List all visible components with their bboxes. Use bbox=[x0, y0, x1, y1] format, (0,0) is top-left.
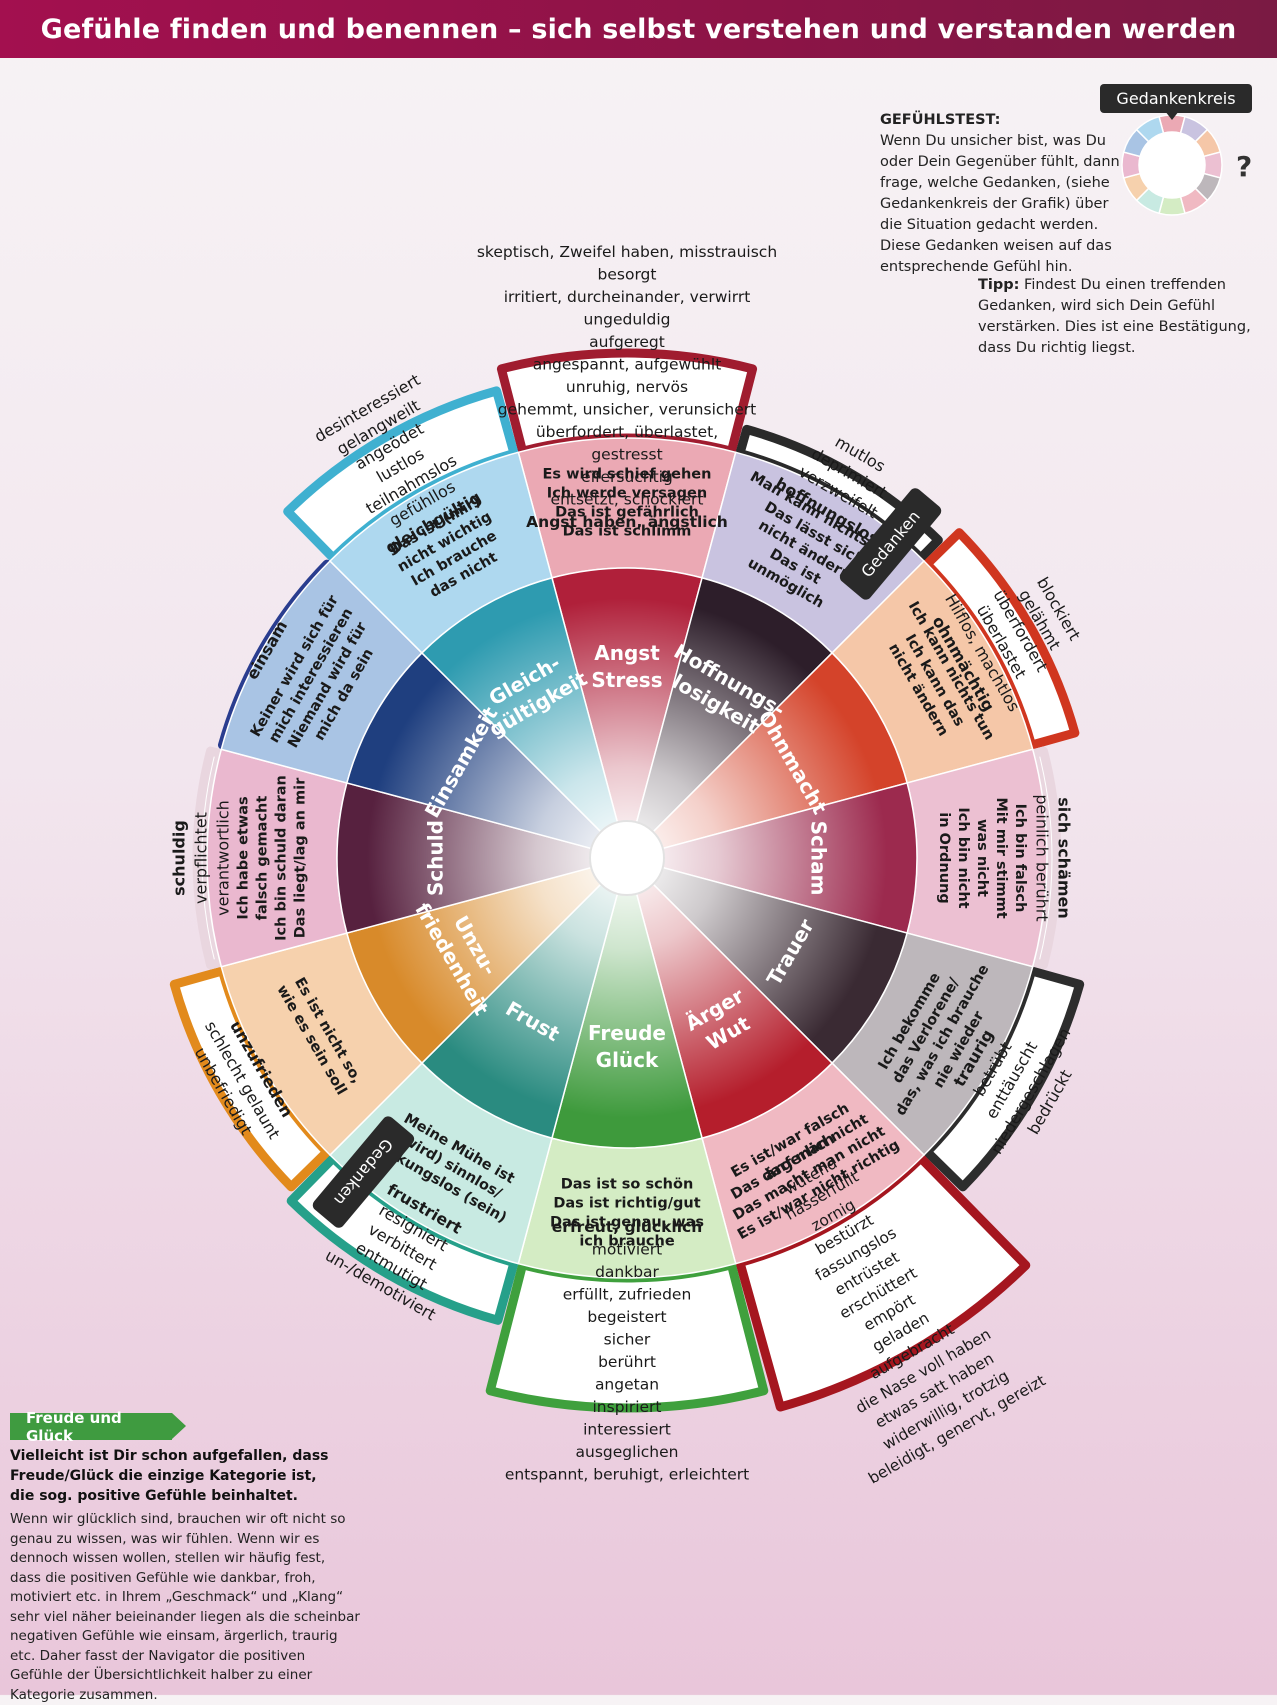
thought-line: Ich habe etwas bbox=[236, 796, 252, 919]
thought-line: Mit mir stimmt bbox=[993, 797, 1009, 918]
thought-line: in Ordnung bbox=[936, 812, 952, 904]
thought-line: Das ist schlimm bbox=[563, 524, 692, 540]
feeling-line: schuldig bbox=[170, 820, 189, 896]
tip-body: Findest Du einen treffenden Gedanken, wi… bbox=[978, 277, 1251, 356]
gefuehlstest-info: GEFÜHLSTEST: Wenn Du unsicher bist, was … bbox=[880, 110, 1250, 278]
feeling-line: gestresst bbox=[591, 446, 662, 464]
feeling-line: entsetzt, schockiert bbox=[551, 491, 704, 509]
thought-line: Das liegt/lag an mir bbox=[293, 777, 309, 938]
center-hub bbox=[589, 820, 665, 896]
gedankenkreis-mini-wheel bbox=[1121, 111, 1223, 216]
feeling-line: sicher bbox=[604, 1330, 651, 1348]
feeling-line: ausgeglichen bbox=[576, 1443, 679, 1461]
emotion-label-line: Schuld bbox=[424, 820, 448, 896]
feeling-line: peinlich berührt bbox=[1033, 794, 1052, 921]
emotion-label-scham: Scham bbox=[807, 821, 831, 896]
emotion-label-line: Glück bbox=[596, 1048, 659, 1072]
emotion-label-line: Scham bbox=[807, 821, 831, 896]
thought-line: was nicht bbox=[974, 819, 990, 897]
feeling-line: dankbar bbox=[595, 1263, 659, 1281]
feeling-line: ungeduldig bbox=[584, 311, 671, 329]
thought-line: Ich bin nicht bbox=[955, 807, 971, 908]
gedankenkreis-tag: Gedankenkreis bbox=[1100, 84, 1252, 113]
feeling-line: gehemmt, unsicher, verunsichert bbox=[498, 401, 756, 419]
feeling-line: Angst haben, ängstlich bbox=[526, 513, 728, 531]
feeling-line: erfreut, glücklich bbox=[552, 1218, 703, 1236]
thought-line: Das ist gefährlich bbox=[555, 505, 699, 521]
mini-wheel-pointer-icon bbox=[1165, 111, 1179, 120]
feelings-frust: frustriertresigniertverbittertentmutigtu… bbox=[322, 1180, 466, 1325]
feeling-line: berührt bbox=[598, 1353, 656, 1371]
feeling-line: verpflichtet bbox=[192, 812, 211, 904]
mini-wheel-center bbox=[1139, 132, 1205, 198]
feeling-line: motiviert bbox=[592, 1240, 662, 1258]
feeling-line: verantwortlich bbox=[214, 800, 233, 916]
thought-line: Ich bin falsch bbox=[1012, 804, 1028, 913]
feeling-line: begeistert bbox=[587, 1308, 666, 1326]
feelings-angst-stress: skeptisch, Zweifel haben, misstrauisch be… bbox=[477, 243, 777, 531]
feeling-line: interessiert bbox=[583, 1420, 671, 1438]
feeling-line: skeptisch, Zweifel haben, misstrauisch bbox=[477, 243, 777, 261]
thought-line: ich brauche bbox=[579, 1234, 674, 1250]
feeling-line: besorgt bbox=[598, 266, 657, 284]
freude-glueck-tag: Freude und Glück bbox=[10, 1409, 186, 1445]
gefuehlstest-text: Wenn Du unsicher bist, was Du oder Dein … bbox=[880, 133, 1120, 275]
thought-line: Es wird schief gehen bbox=[543, 467, 712, 483]
feelings-ohnmacht: blockiertgelähmtüberfordertüberlastetHil… bbox=[929, 574, 1085, 715]
feeling-line: aufgeregt bbox=[589, 333, 665, 351]
emotion-label-schuld: Schuld bbox=[424, 820, 448, 896]
emotion-label-line: Freude bbox=[588, 1021, 666, 1045]
feeling-line: angetan bbox=[595, 1375, 659, 1393]
feeling-line: angespannt, aufgewühlt bbox=[533, 356, 722, 374]
feeling-line: irritiert, durcheinander, verwirrt bbox=[504, 288, 751, 306]
tip-text: Tipp: Findest Du einen treffenden Gedank… bbox=[978, 275, 1263, 359]
thought-line: Ich bin schuld daran bbox=[274, 775, 290, 941]
feeling-line: überfordert, überlastet, bbox=[536, 423, 718, 441]
thought-line: Das ist so schön bbox=[561, 1177, 694, 1193]
feeling-line: eifersüchtig bbox=[581, 468, 673, 486]
thought-line: Das ist richtig/gut bbox=[553, 1196, 700, 1212]
freude-glueck-body-text: Wenn wir glücklich sind, brauchen wir of… bbox=[10, 1511, 360, 1703]
feeling-line: erfüllt, zufrieden bbox=[563, 1285, 692, 1303]
question-mark: ? bbox=[1236, 150, 1253, 183]
thought-line: Ich werde versagen bbox=[547, 486, 707, 502]
feeling-line: unruhig, nervös bbox=[566, 378, 688, 396]
feeling-line: sich schämen bbox=[1055, 797, 1074, 919]
emotion-label-line: Stress bbox=[591, 668, 662, 692]
emotion-label-line: Angst bbox=[594, 641, 660, 665]
thought-line: falsch gemacht bbox=[255, 796, 271, 921]
thought-line: Das ist genau, was bbox=[550, 1215, 704, 1231]
feeling-line: entspannt, beruhigt, erleichtert bbox=[505, 1465, 749, 1483]
gedanken-tag-background bbox=[312, 1116, 415, 1228]
feeling-line: inspiriert bbox=[592, 1398, 661, 1416]
tip-label: Tipp: bbox=[978, 277, 1020, 293]
gedanken-tag-background bbox=[839, 488, 942, 600]
gefuehlstest-heading: GEFÜHLSTEST: bbox=[880, 112, 1001, 128]
feelings-freude-glück: erfreut, glücklich motiviert dankbar erfüll… bbox=[505, 1218, 749, 1484]
page-title: Gefühle finden und benennen – sich selbs… bbox=[0, 0, 1277, 58]
freude-glueck-bold-text: Vielleicht ist Dir schon aufgefallen, da… bbox=[10, 1448, 329, 1504]
